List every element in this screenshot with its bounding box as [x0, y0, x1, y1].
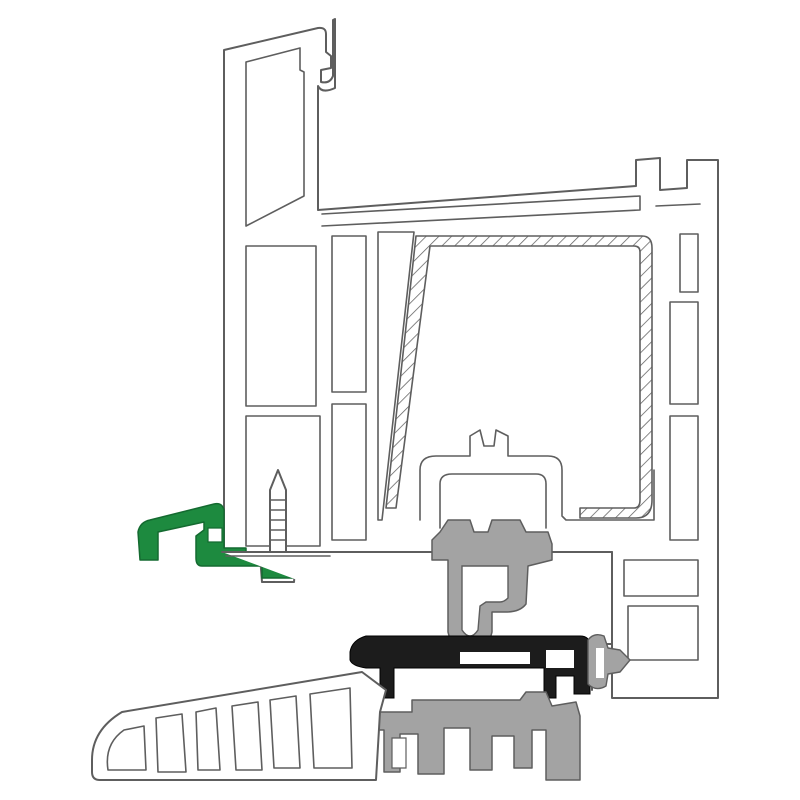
- black-seal: [349, 635, 591, 699]
- sill-profile: [91, 671, 387, 781]
- steel-reinforcement: [385, 235, 653, 519]
- gray-side-seal: [587, 633, 631, 690]
- sash-profile: [223, 18, 719, 699]
- gray-threshold: [375, 691, 581, 781]
- gray-seal-clip: [431, 519, 553, 651]
